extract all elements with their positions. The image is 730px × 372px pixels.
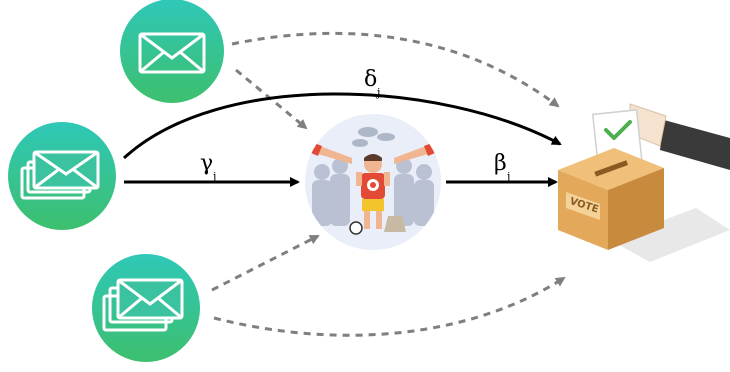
- ballot-box-icon: VOTE: [558, 103, 730, 262]
- label-delta: δ j: [364, 67, 380, 99]
- svg-text:j: j: [505, 170, 510, 183]
- envelope-stack-icon: [92, 254, 200, 362]
- label-gamma: γ j: [200, 151, 216, 183]
- dashed-arrow-bottom-to-vote: [213, 276, 566, 337]
- svg-text:β: β: [494, 151, 507, 176]
- envelope-icon: [120, 0, 224, 103]
- solid-arrow-delta: [122, 92, 562, 160]
- svg-text:δ: δ: [364, 67, 377, 92]
- dashed-arrow-top-to-vote: [231, 31, 560, 108]
- envelope-stack-icon: [8, 122, 116, 230]
- svg-text:j: j: [375, 86, 380, 99]
- svg-text:j: j: [211, 170, 216, 183]
- pressured-person-icon: [305, 114, 441, 250]
- dashed-arrow-bottom-to-person: [211, 234, 320, 292]
- svg-text:γ: γ: [200, 151, 213, 176]
- label-beta: β j: [494, 151, 510, 183]
